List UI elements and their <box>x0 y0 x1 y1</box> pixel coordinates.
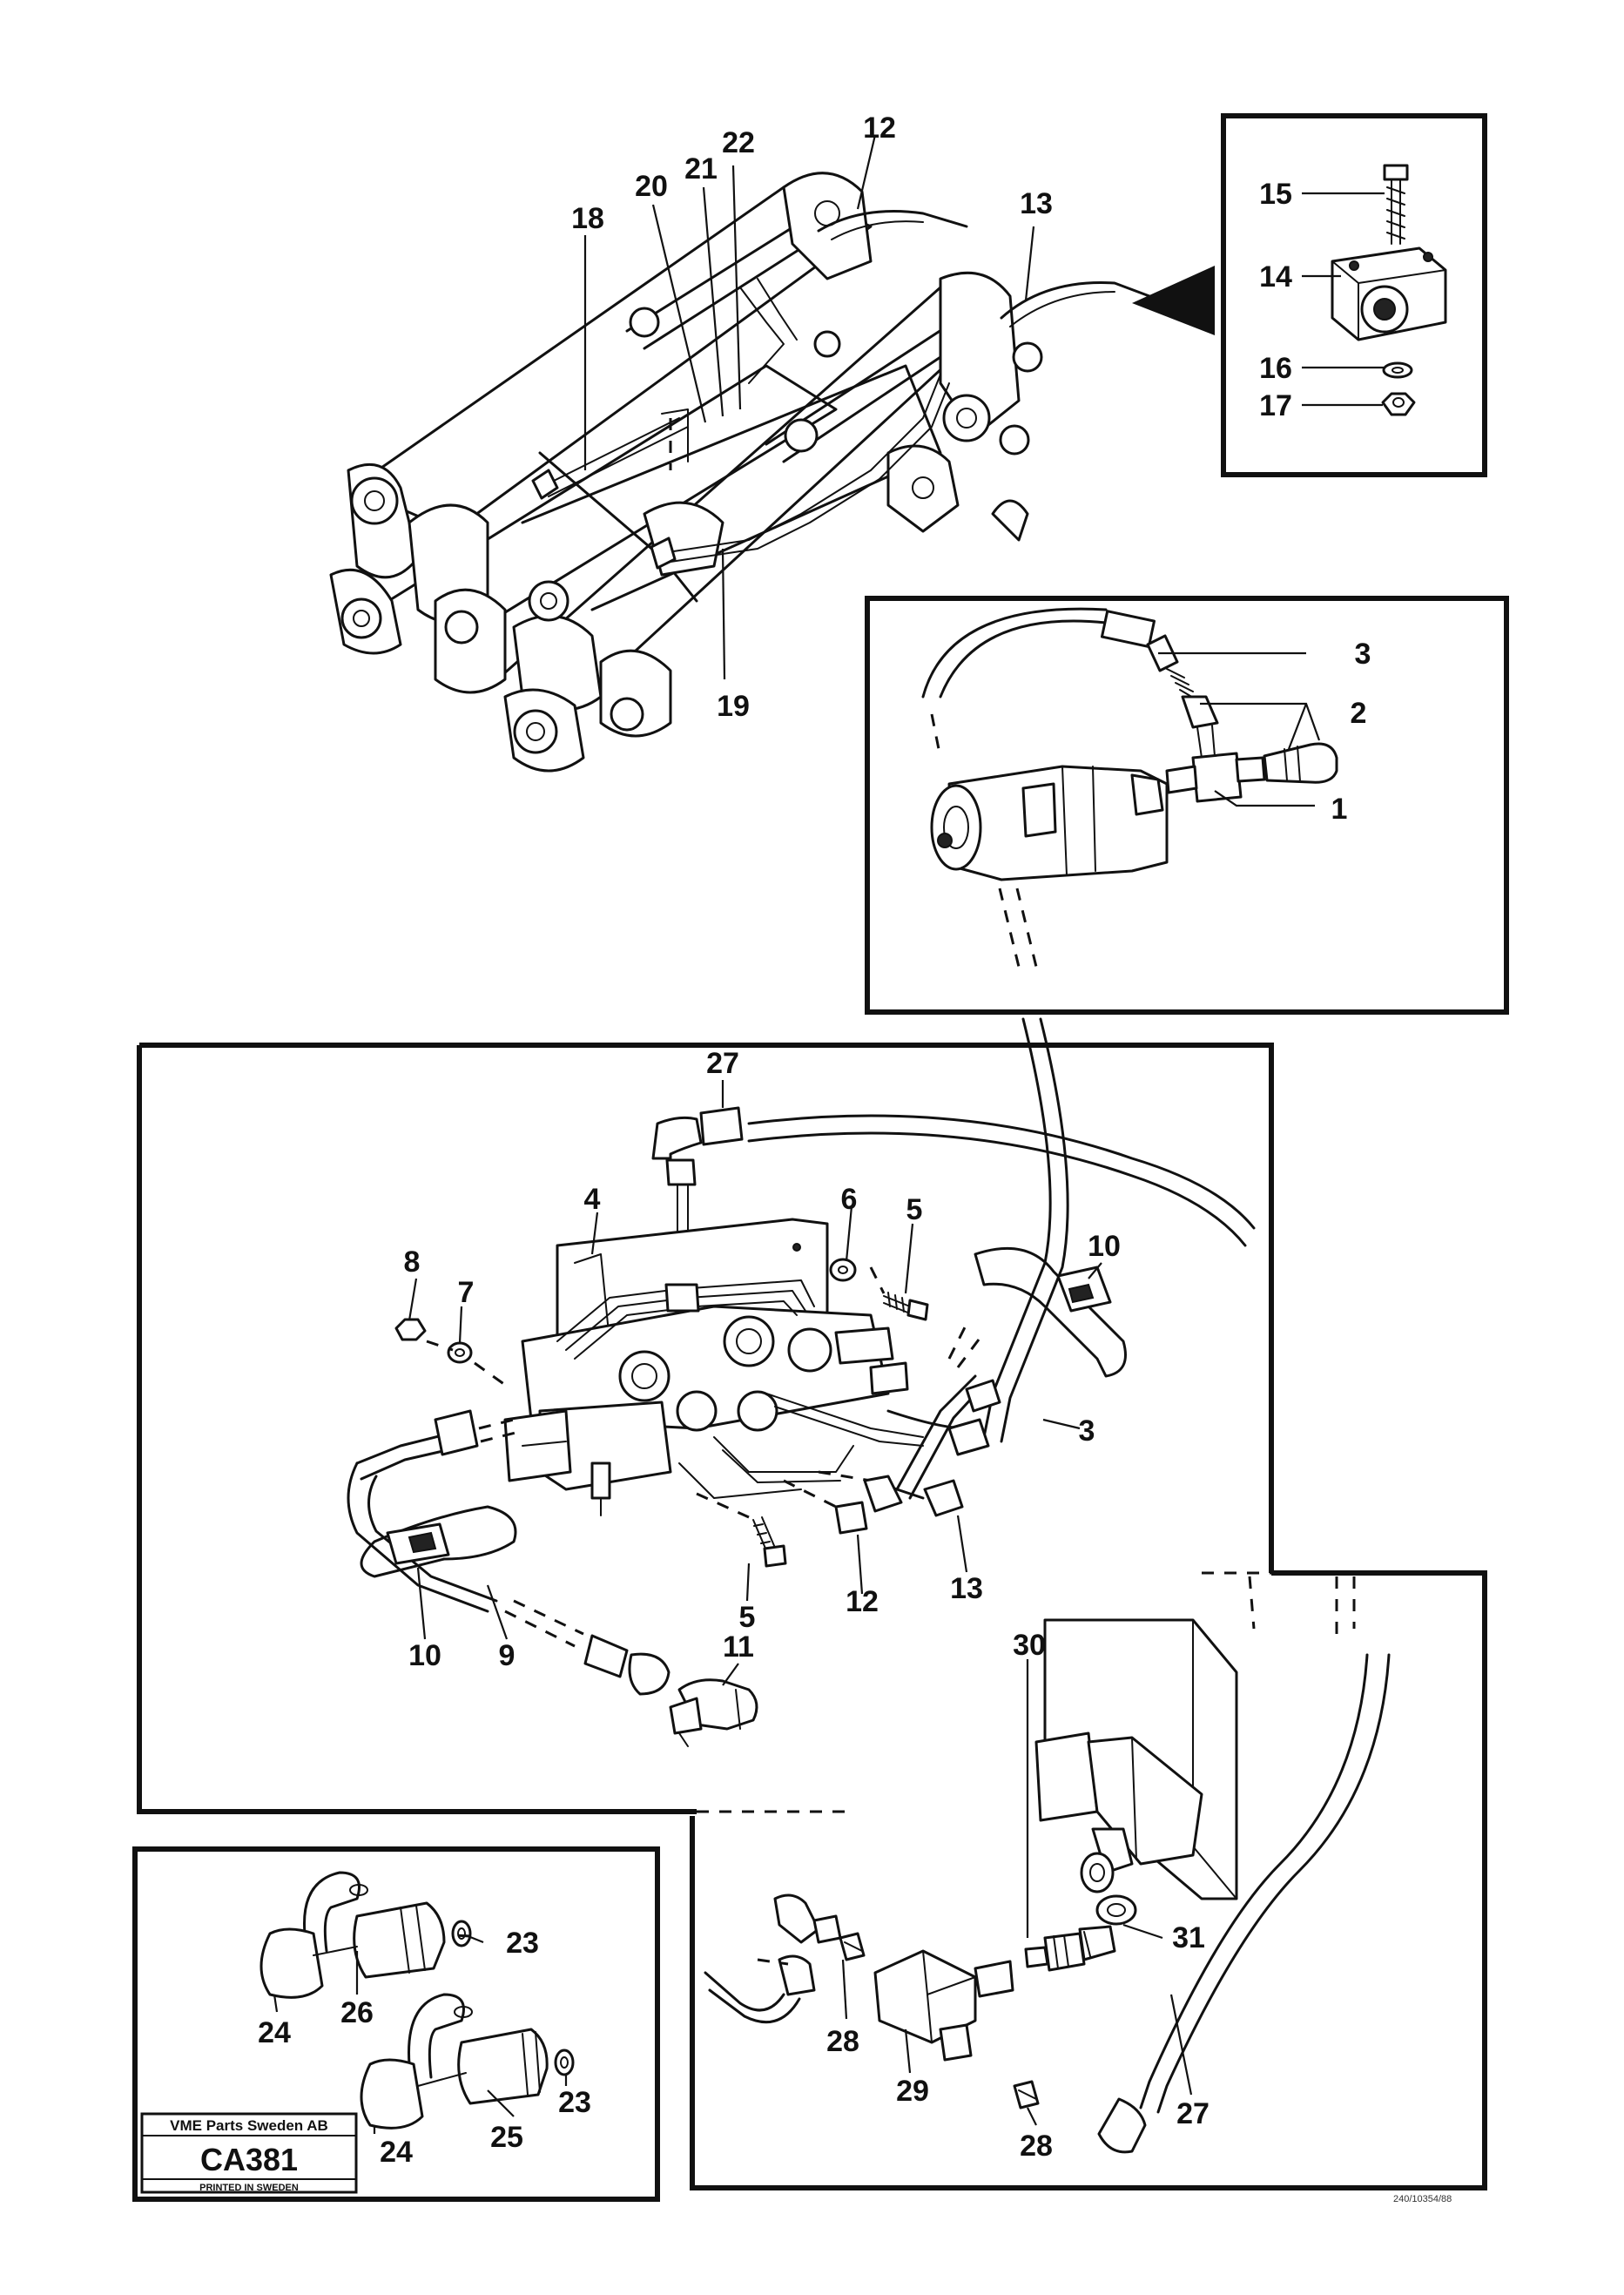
label-8: 8 <box>404 1245 421 1279</box>
clamp-drawing <box>1331 164 1447 416</box>
label-1: 1 <box>1331 793 1348 826</box>
label-5-bottom: 5 <box>739 1601 756 1634</box>
inset-plugs-frame <box>132 1846 660 2202</box>
label-4: 4 <box>584 1183 601 1216</box>
label-11: 11 <box>723 1630 754 1664</box>
vme-stamp: VME Parts Sweden AB CA381 PRINTED IN SWE… <box>140 2112 358 2194</box>
label-28-right: 28 <box>1020 2130 1053 2163</box>
label-5-top: 5 <box>906 1193 923 1226</box>
label-29: 29 <box>896 2075 929 2108</box>
label-21: 21 <box>684 152 718 186</box>
label-3-mid: 3 <box>1079 1414 1095 1448</box>
callout-labels: 12 13 22 21 20 18 19 15 14 16 17 3 2 1 2… <box>258 111 1371 2169</box>
label-18: 18 <box>571 202 604 235</box>
label-2: 2 <box>1351 697 1367 730</box>
label-31: 31 <box>1172 1921 1205 1954</box>
stamp-printed: PRINTED IN SWEDEN <box>199 2183 299 2193</box>
label-27-top: 27 <box>706 1047 739 1080</box>
lift-frame-drawing <box>329 172 1215 773</box>
servo-drawing <box>921 607 1338 968</box>
label-10-left: 10 <box>408 1639 441 1672</box>
sensor-drawing <box>704 1576 1391 2154</box>
label-15: 15 <box>1259 178 1292 211</box>
label-28-left: 28 <box>826 2025 859 2058</box>
label-10-right: 10 <box>1088 1230 1121 1263</box>
label-16: 16 <box>1259 352 1292 385</box>
inset-clamp-frame <box>1221 113 1487 477</box>
stamp-company: VME Parts Sweden AB <box>170 2117 328 2134</box>
valve-block-drawing <box>347 1106 1256 1747</box>
label-25: 25 <box>490 2121 523 2154</box>
corner-reference: 240/10354/88 <box>1393 2194 1452 2204</box>
label-12: 12 <box>863 111 896 145</box>
label-27-bottom: 27 <box>1176 2097 1210 2130</box>
label-24-top: 24 <box>258 2016 291 2049</box>
label-9: 9 <box>499 1639 516 1672</box>
main-frame-left <box>137 1045 697 1814</box>
label-7: 7 <box>458 1276 475 1309</box>
label-23-bottom: 23 <box>558 2086 591 2119</box>
label-24-bottom: 24 <box>380 2136 413 2169</box>
label-20: 20 <box>635 170 668 203</box>
label-3-top: 3 <box>1355 638 1371 671</box>
label-17: 17 <box>1259 389 1292 422</box>
bottom-right-frame <box>690 1570 1487 2190</box>
hose-3-drawing <box>982 1017 1069 1443</box>
label-30: 30 <box>1013 1629 1046 1662</box>
label-12-bottom: 12 <box>846 1585 879 1618</box>
leader-lines <box>273 134 1385 2134</box>
label-22: 22 <box>722 126 755 159</box>
label-6: 6 <box>841 1183 858 1216</box>
label-13-bottom: 13 <box>950 1572 983 1605</box>
inset-servo-frame <box>865 596 1509 1015</box>
plugs-drawing <box>259 1871 575 2130</box>
label-13: 13 <box>1020 187 1053 220</box>
label-19: 19 <box>717 690 750 723</box>
label-26: 26 <box>340 1996 374 2029</box>
label-23-top: 23 <box>506 1927 539 1960</box>
bottom-right-frame-dash <box>1202 1571 1271 1630</box>
label-14: 14 <box>1259 260 1292 294</box>
stamp-code: CA381 <box>200 2142 298 2177</box>
